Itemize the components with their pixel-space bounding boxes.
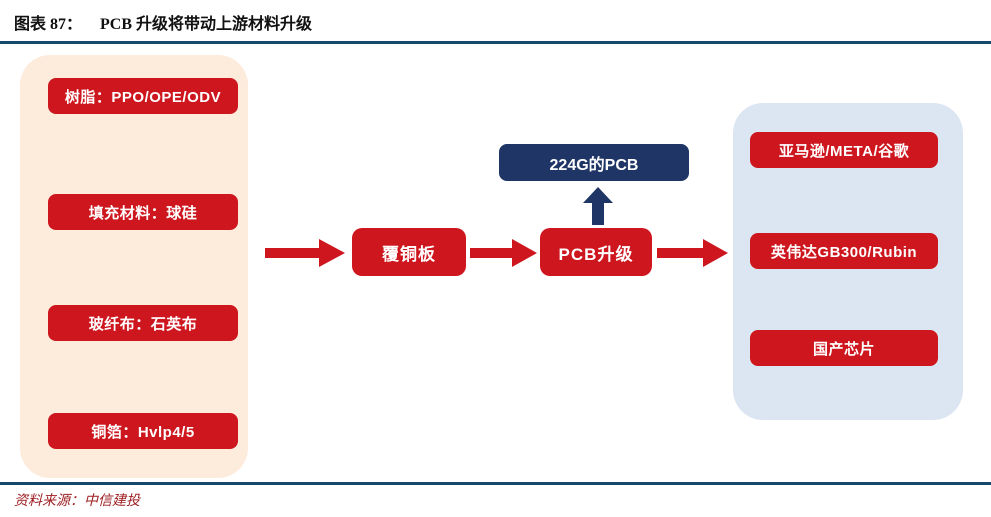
node-amazon-meta-google: 亚马逊/META/谷歌 bbox=[750, 132, 938, 168]
node-domestic-chips: 国产芯片 bbox=[750, 330, 938, 366]
right-arrow-icon bbox=[657, 239, 728, 267]
source-note: 资料来源：中信建投 bbox=[14, 494, 140, 509]
node-filler: 填充材料：球硅 bbox=[48, 194, 238, 230]
up-arrow-icon bbox=[583, 187, 613, 225]
figure-title: PCB 升级将带动上游材料升级 bbox=[100, 16, 313, 33]
node-copper-foil: 铜箔：Hvlp4/5 bbox=[48, 413, 238, 449]
downstream-customers-panel: 亚马逊/META/谷歌 英伟达GB300/Rubin 国产芯片 bbox=[733, 103, 963, 420]
node-nvidia-gb300-rubin: 英伟达GB300/Rubin bbox=[750, 233, 938, 269]
node-224g-pcb: 224G的PCB bbox=[499, 144, 689, 181]
node-glass-fiber: 玻纤布：石英布 bbox=[48, 305, 238, 341]
upstream-materials-panel: 树脂：PPO/OPE/ODV 填充材料：球硅 玻纤布：石英布 铜箔：Hvlp4/… bbox=[20, 55, 248, 478]
figure-header: 图表 87： PCB 升级将带动上游材料升级 bbox=[14, 10, 312, 34]
right-arrow-icon bbox=[265, 239, 345, 267]
node-pcb-upgrade: PCB升级 bbox=[540, 228, 652, 276]
header-divider-line bbox=[0, 41, 991, 44]
right-arrow-icon bbox=[470, 239, 537, 267]
node-resin: 树脂：PPO/OPE/ODV bbox=[48, 78, 238, 114]
footer-divider-line bbox=[0, 482, 991, 485]
figure-number-label: 图表 87： bbox=[14, 16, 83, 33]
node-ccl: 覆铜板 bbox=[352, 228, 466, 276]
